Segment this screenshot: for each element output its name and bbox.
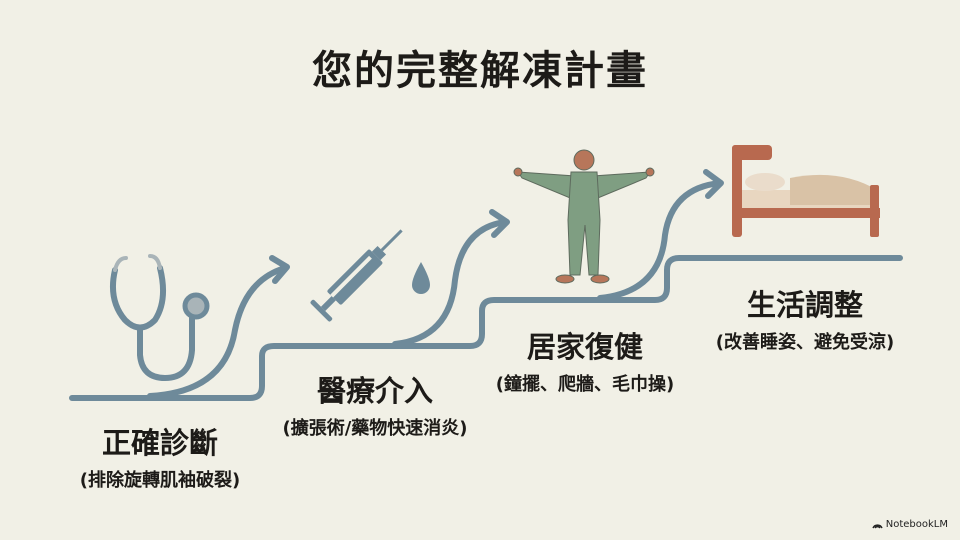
page-title: 您的完整解凍計畫 — [312, 48, 648, 94]
arrow-to-step-2 — [147, 265, 288, 399]
step-title: 正確診斷 — [101, 426, 218, 460]
step-medical: 醫療介入 (擴張術/藥物快速消炎) — [260, 368, 490, 440]
bed-icon — [732, 145, 880, 237]
arrow-to-step-3 — [392, 219, 508, 347]
step-diagnosis: 正確診斷 (排除旋轉肌袖破裂) — [60, 420, 260, 492]
brand-label: NotebookLM — [885, 519, 948, 530]
step-title: 居家復健 — [526, 330, 643, 364]
step-subtitle: (擴張術/藥物快速消炎) — [282, 418, 468, 439]
syringe-icon — [310, 229, 403, 322]
arrow-to-step-4 — [597, 180, 723, 301]
stretching-person-icon — [513, 149, 655, 284]
step-title: 生活調整 — [746, 288, 863, 322]
stethoscope-icon — [110, 254, 210, 382]
step-home-rehab: 居家復健 (鐘擺、爬牆、毛巾操) — [480, 324, 690, 396]
notebooklm-watermark: NotebookLM — [872, 519, 948, 530]
step-subtitle: (鐘擺、爬牆、毛巾操) — [495, 374, 675, 395]
step-title: 醫療介入 — [316, 374, 433, 408]
step-subtitle: (改善睡姿、避免受涼) — [715, 332, 895, 353]
step-lifestyle: 生活調整 (改善睡姿、避免受涼) — [690, 282, 920, 354]
water-drop-icon — [412, 262, 430, 294]
notebooklm-logo-icon — [872, 524, 883, 529]
staircase-path — [69, 255, 903, 401]
step-subtitle: (排除旋轉肌袖破裂) — [79, 470, 241, 491]
